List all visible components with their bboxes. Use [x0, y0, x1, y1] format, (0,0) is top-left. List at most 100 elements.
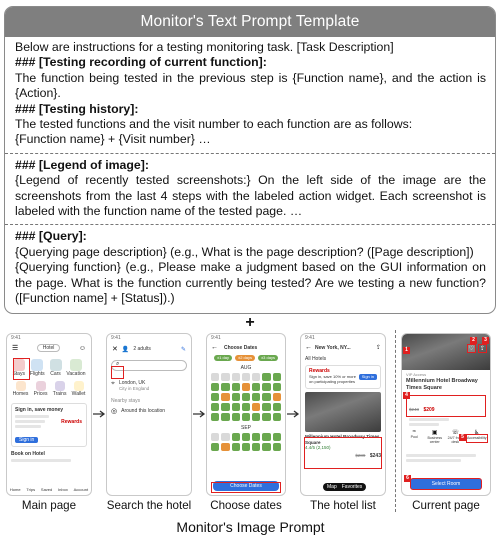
chip-3[interactable]: ±3 days	[257, 355, 278, 361]
home-icon	[15, 381, 26, 391]
section-text-query-1: {Querying page description} (e.g., What …	[15, 244, 474, 259]
nav-saved[interactable]: Saved	[40, 487, 53, 492]
current-hotel-name: Millennium Hotel Broadway Times Square	[406, 378, 478, 391]
map-button[interactable]: Map	[327, 484, 337, 490]
edit-icon[interactable]: ✎	[180, 346, 186, 353]
menu-icon: ☰	[12, 345, 19, 352]
promo-card: Sign in, save money Rewards Sign in	[11, 403, 87, 447]
marker-2: 2	[470, 337, 477, 344]
stays-icon	[12, 359, 25, 371]
result-city: London, UK	[118, 380, 146, 386]
highlight-search-input	[111, 366, 124, 379]
location-pin-icon: ⌖	[111, 380, 115, 387]
dates-title: Choose Dates	[224, 344, 258, 351]
rewards-text: Sign in, save 10% or more on participati…	[309, 374, 356, 384]
highlight-stays	[13, 358, 30, 380]
template-title: Monitor's Text Prompt Template	[5, 7, 495, 37]
back-arrow-icon[interactable]: ←	[305, 344, 312, 351]
guests-value: 2 adults	[133, 346, 151, 352]
train-icon	[54, 381, 65, 391]
screenshot-choose-dates: 9:41 ← Choose Dates ±1 day ±2 days ±3 da…	[206, 333, 286, 496]
category-trains[interactable]: Trains	[53, 381, 66, 397]
image-prompt-title: Monitor's Image Prompt	[176, 519, 325, 535]
nav-inbox[interactable]: Inbox	[58, 487, 68, 492]
share-icon[interactable]: ⇪	[375, 345, 381, 351]
promo-title: Sign in, save money	[15, 407, 64, 413]
nearby-label: Nearby stays	[111, 398, 141, 404]
chip-1[interactable]: ±1 day	[214, 355, 232, 361]
separator-dashed	[5, 152, 495, 154]
back-arrow-icon[interactable]: ←	[211, 344, 218, 351]
calendar-aug	[207, 373, 285, 421]
select-room-button[interactable]: Select Room	[410, 478, 482, 490]
screenshot-search-hotel: 9:41 ✕ 👤 2 adults ✎ ⌕ ⌖ London, UK City …	[106, 333, 192, 496]
chip-2[interactable]: ±2 days	[235, 355, 255, 361]
screenshot-current-page: ← ♡ ⇪ 1 2 3 VIP Access Millennium Hotel …	[401, 333, 491, 496]
current-old-price: $248	[409, 407, 420, 412]
result-sub: City in England	[118, 386, 150, 391]
hotel-name: Millennium Hotel Broadway Times Square	[305, 434, 380, 445]
section-heading-query: ### [Query]:	[15, 229, 87, 244]
category-stays[interactable]: Stays	[12, 359, 25, 377]
marker-5: 5	[459, 434, 466, 441]
hotel-price: $243	[369, 453, 381, 459]
nav-trips[interactable]: Trips	[26, 487, 36, 492]
caption-main-page: Main page	[21, 499, 77, 512]
highlight-choose-dates	[211, 482, 281, 493]
search-input[interactable]: ⌕	[111, 360, 187, 371]
template-body: Below are instructions for a testing mon…	[5, 37, 495, 307]
hotel-rating: 4.4/5 (2,150)	[305, 445, 331, 450]
marker-1: 1	[403, 347, 410, 354]
text-prompt-template: Monitor's Text Prompt Template Below are…	[4, 6, 496, 314]
search-icon: ⌕	[116, 361, 120, 367]
promo-sign-in-button[interactable]: Sign in	[15, 437, 39, 443]
month-aug: AUG	[240, 365, 252, 371]
nav-home[interactable]: Home	[9, 487, 21, 492]
section-text-history-1: The tested functions and the visit numbe…	[15, 117, 413, 132]
search-result[interactable]: ⌖ London, UK City in England	[111, 380, 187, 392]
category-vacation[interactable]: Vacation	[66, 359, 86, 377]
status-bar: 9:41	[11, 335, 21, 341]
category-prices[interactable]: Prices	[34, 381, 48, 397]
separator-dashed	[5, 224, 495, 226]
favorites-button[interactable]: Favorites	[341, 484, 363, 490]
category-flights[interactable]: Flights	[30, 359, 45, 377]
section-heading-legend: ### [Legend of image]:	[15, 157, 149, 172]
heart-icon[interactable]: ♡	[466, 344, 476, 353]
marker-6: 6	[404, 475, 411, 482]
bottom-nav: Home Trips Saved Inbox Account	[7, 487, 91, 493]
highlight-amenity	[466, 434, 488, 443]
share-icon[interactable]: ⇪	[477, 344, 487, 353]
nav-account[interactable]: Account	[73, 487, 89, 492]
hotel-card[interactable]: Millennium Hotel Broadway Times Square 4…	[305, 434, 381, 459]
map-favorites-bar: Map Favorites	[323, 483, 367, 491]
car-icon	[49, 359, 62, 371]
category-wallet[interactable]: Wallet	[72, 381, 85, 397]
nearby-item[interactable]: ◎ Around this location	[111, 408, 166, 415]
wallet-icon	[73, 381, 84, 391]
month-sep: SEP	[240, 425, 251, 431]
category-cars[interactable]: Cars	[49, 359, 62, 377]
divider-dashed	[395, 330, 396, 512]
person-icon: 👤	[121, 346, 130, 353]
category-homes[interactable]: Homes	[13, 381, 28, 397]
screenshot-main-page: 9:41 ☰ Hotel ☺ Stays Flights Cars Vacati…	[6, 333, 92, 496]
rewards-sign-in-button[interactable]: Sign in	[358, 374, 377, 380]
status-bar: 9:41	[111, 335, 121, 341]
section-book: Book on Hotel	[11, 451, 45, 457]
tag-icon	[35, 381, 46, 391]
hotel-photo	[305, 392, 381, 432]
caption-search-hotel: Search the hotel	[106, 499, 192, 512]
arrow-right-icon	[93, 410, 106, 418]
rewards-card: Rewards Sign in, save 10% or more on par…	[305, 365, 381, 389]
promo-brand: Rewards	[61, 419, 82, 425]
accessibility-icon: ♿	[474, 430, 480, 436]
marker-4: 4	[403, 392, 410, 399]
close-icon[interactable]: ✕	[112, 346, 118, 353]
price-card[interactable]: $248 $209	[406, 395, 486, 426]
profile-icon: ☺	[78, 344, 86, 352]
highlight-hotel-card	[304, 437, 382, 469]
marker-3: 3	[482, 337, 489, 344]
arrow-right-icon	[287, 410, 300, 418]
choose-dates-button[interactable]: Choose Dates	[213, 481, 279, 491]
